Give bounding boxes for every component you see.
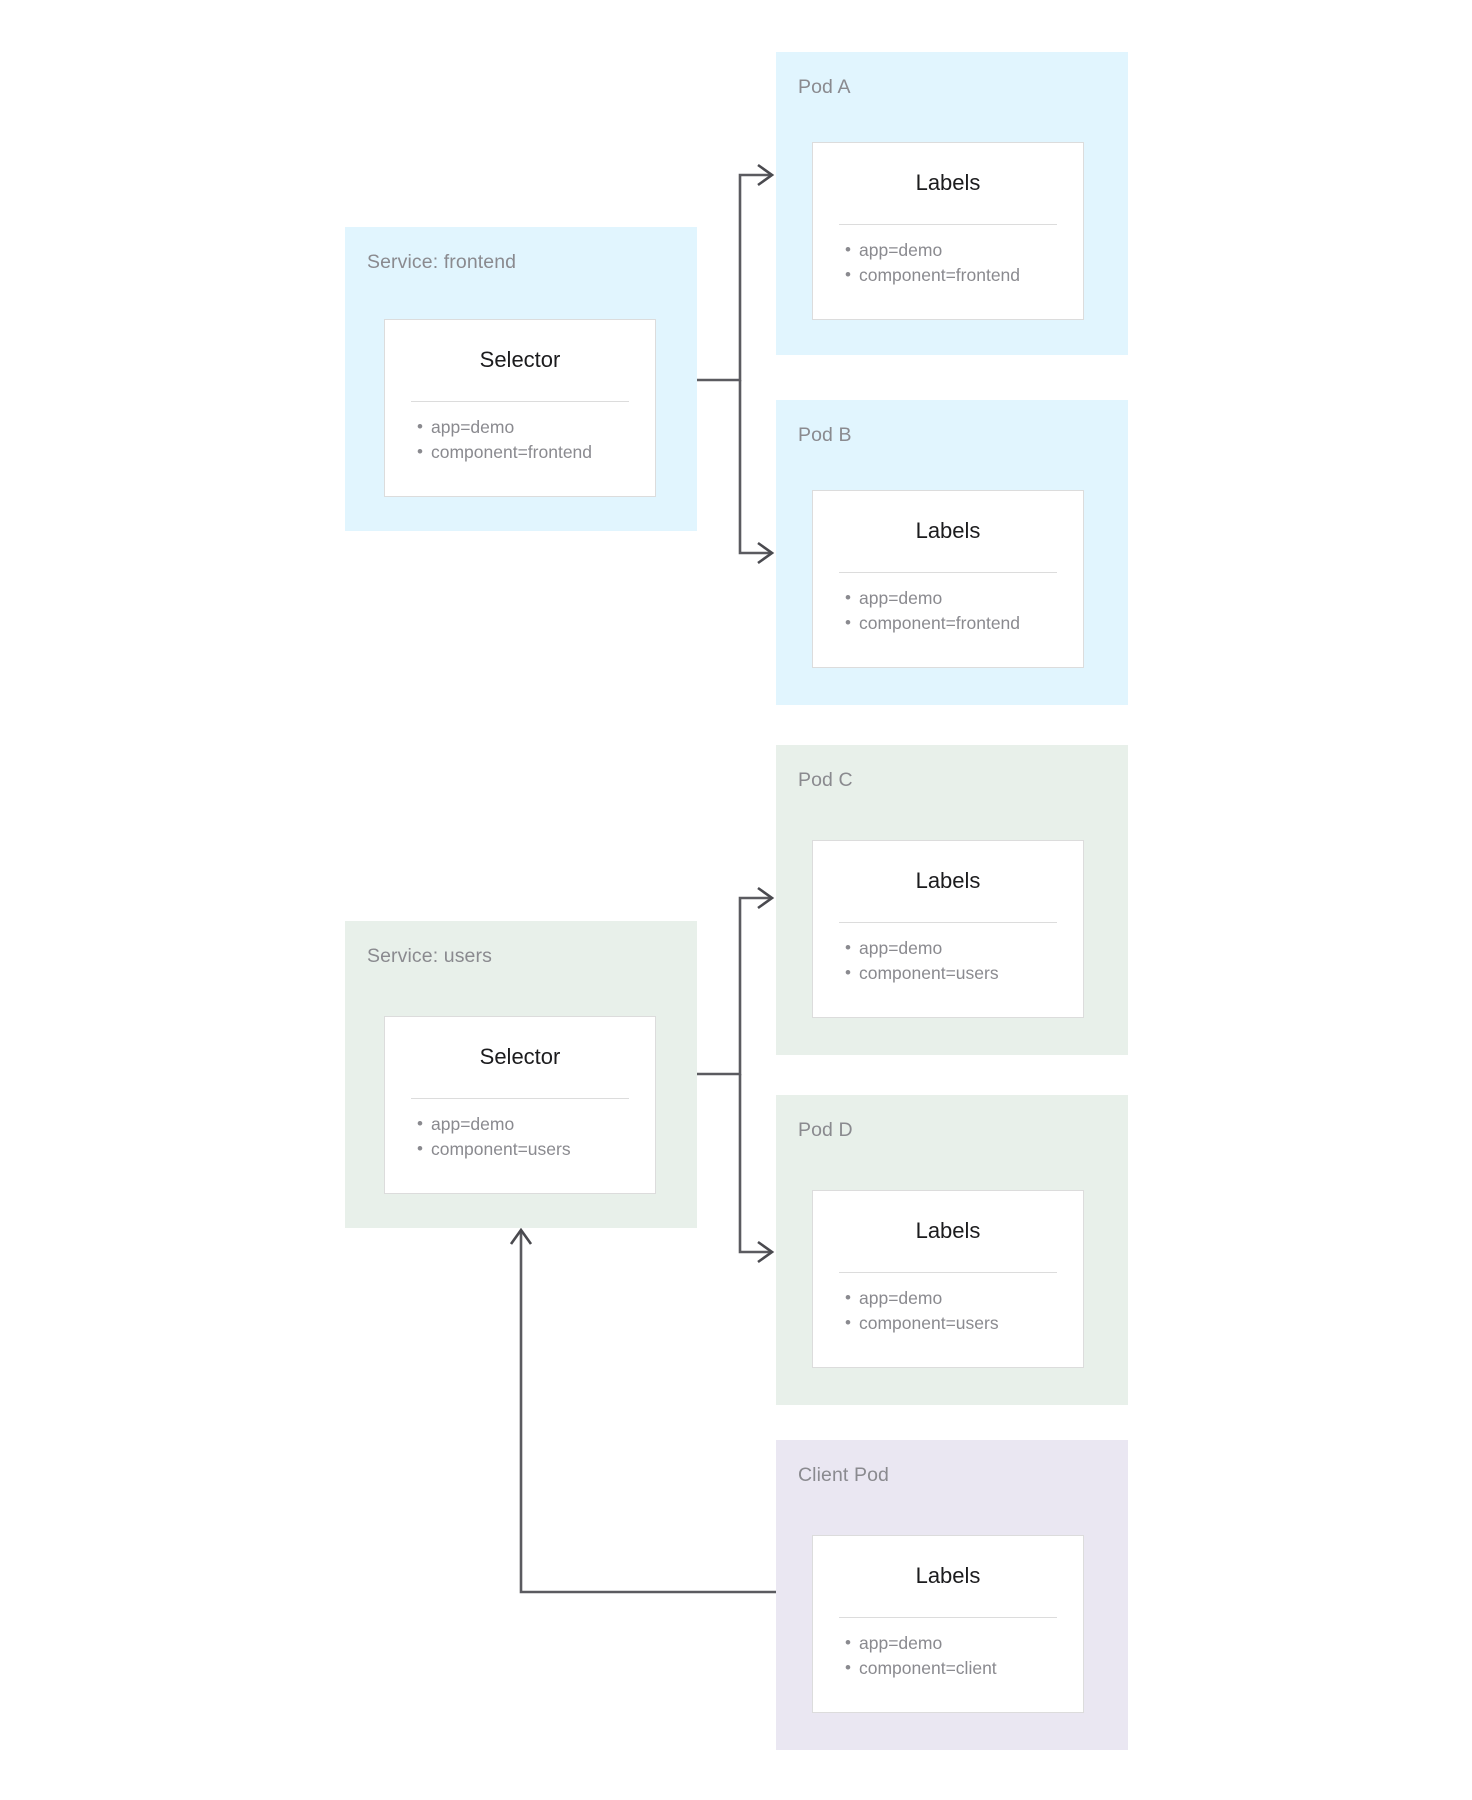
client-pod-panel[interactable]: Client Pod Labels app=demo component=cli…	[776, 1440, 1128, 1750]
pod-b-label-list: app=demo component=frontend	[813, 585, 1083, 636]
pod-a-card-divider	[839, 224, 1057, 226]
service-users-selector-list: app=demo component=users	[385, 1111, 655, 1162]
service-frontend-title: Service: frontend	[367, 251, 517, 273]
service-frontend-selector-list: app=demo component=frontend	[385, 414, 655, 465]
pod-d-panel[interactable]: Pod D Labels app=demo component=users	[776, 1095, 1128, 1405]
service-frontend-card-divider	[411, 401, 629, 403]
service-users-selector-item: component=users	[417, 1136, 655, 1162]
pod-c-label-item: component=users	[845, 960, 1083, 986]
pod-b-card-title: Labels	[915, 518, 981, 543]
pod-d-label-list: app=demo component=users	[813, 1285, 1083, 1336]
pod-d-label-item: component=users	[845, 1310, 1083, 1336]
pod-a-panel[interactable]: Pod A Labels app=demo component=frontend	[776, 52, 1128, 355]
pod-a-title: Pod A	[798, 76, 851, 98]
client-pod-label-list: app=demo component=client	[813, 1630, 1083, 1681]
client-pod-card-divider	[839, 1617, 1057, 1619]
service-users-selector-card[interactable]: Selector app=demo component=users	[384, 1016, 656, 1194]
service-users-card-title: Selector	[479, 1044, 561, 1069]
pod-d-label-item: app=demo	[845, 1285, 1083, 1311]
pod-c-label-item: app=demo	[845, 935, 1083, 961]
pod-c-card-title: Labels	[915, 868, 981, 893]
service-users-card-divider	[411, 1098, 629, 1100]
pod-a-labels-card[interactable]: Labels app=demo component=frontend	[812, 142, 1084, 320]
service-frontend-panel[interactable]: Service: frontend Selector app=demo comp…	[345, 227, 697, 531]
pod-c-card-divider	[839, 922, 1057, 924]
client-pod-label-item: app=demo	[845, 1630, 1083, 1656]
pod-c-title: Pod C	[798, 769, 853, 791]
pod-b-card-divider	[839, 572, 1057, 574]
pod-c-label-list: app=demo component=users	[813, 935, 1083, 986]
pod-d-card-divider	[839, 1272, 1057, 1274]
client-pod-labels-card[interactable]: Labels app=demo component=client	[812, 1535, 1084, 1713]
pod-a-label-item: component=frontend	[845, 262, 1083, 288]
service-frontend-selector-card[interactable]: Selector app=demo component=frontend	[384, 319, 656, 497]
pod-d-title: Pod D	[798, 1119, 853, 1141]
pod-b-label-item: app=demo	[845, 585, 1083, 611]
pod-a-label-item: app=demo	[845, 237, 1083, 263]
pod-b-label-item: component=frontend	[845, 610, 1083, 636]
client-pod-title: Client Pod	[798, 1464, 889, 1486]
service-users-panel[interactable]: Service: users Selector app=demo compone…	[345, 921, 697, 1228]
pod-c-labels-card[interactable]: Labels app=demo component=users	[812, 840, 1084, 1018]
client-pod-card-title: Labels	[915, 1563, 981, 1588]
pod-d-labels-card[interactable]: Labels app=demo component=users	[812, 1190, 1084, 1368]
client-pod-label-item: component=client	[845, 1655, 1083, 1681]
pod-a-card-title: Labels	[915, 170, 981, 195]
service-users-selector-item: app=demo	[417, 1111, 655, 1137]
pod-d-card-title: Labels	[915, 1218, 981, 1243]
pod-c-panel[interactable]: Pod C Labels app=demo component=users	[776, 745, 1128, 1055]
pod-b-labels-card[interactable]: Labels app=demo component=frontend	[812, 490, 1084, 668]
service-frontend-selector-item: component=frontend	[417, 439, 655, 465]
connector-frontend-to-pods	[697, 163, 775, 565]
pod-b-panel[interactable]: Pod B Labels app=demo component=frontend	[776, 400, 1128, 705]
service-users-title: Service: users	[367, 945, 492, 967]
connector-client-to-users	[509, 1227, 776, 1594]
connector-users-to-pods	[697, 886, 775, 1264]
service-frontend-card-title: Selector	[479, 347, 561, 372]
service-frontend-selector-item: app=demo	[417, 414, 655, 440]
pod-a-label-list: app=demo component=frontend	[813, 237, 1083, 288]
pod-b-title: Pod B	[798, 424, 852, 446]
